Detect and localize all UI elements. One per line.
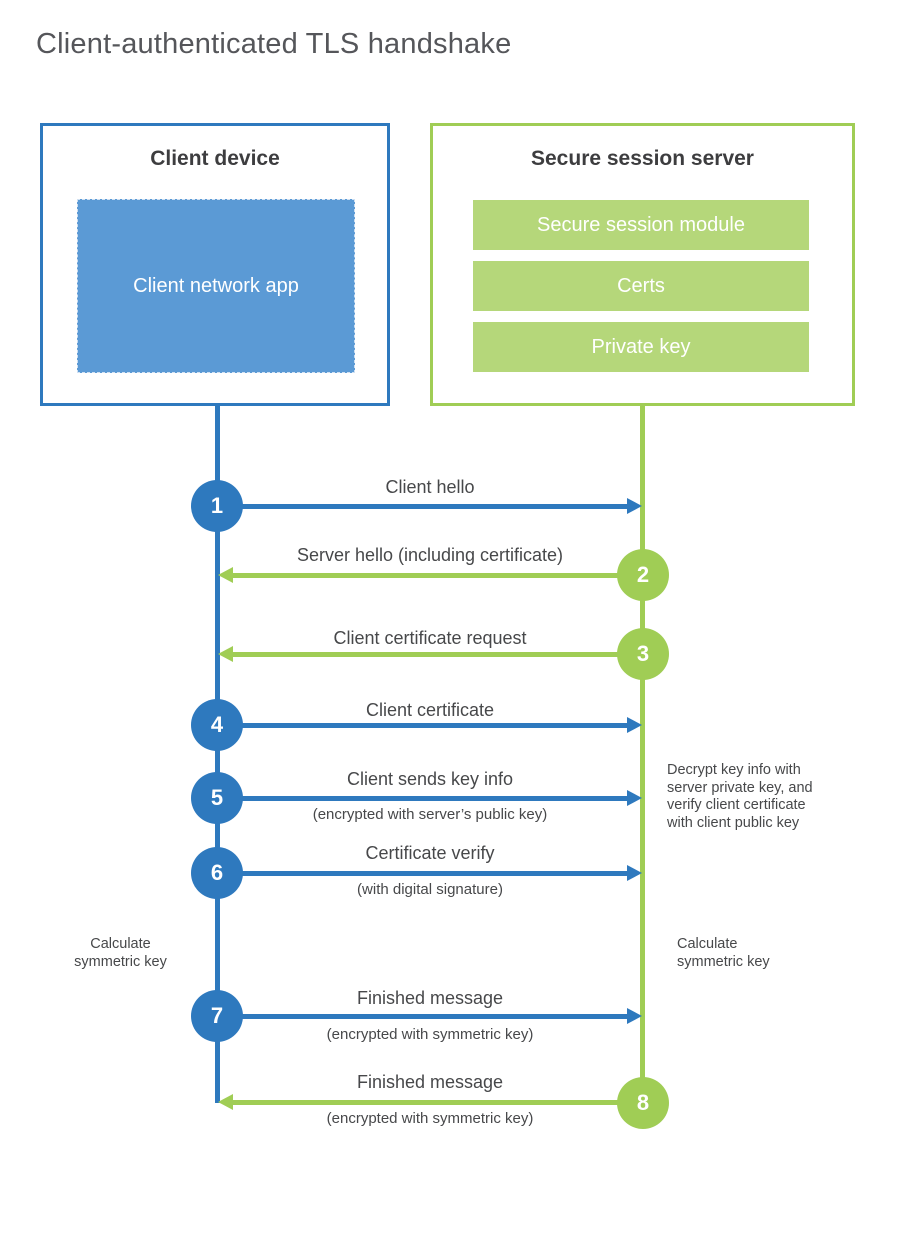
step-circle-4: 4 — [191, 699, 243, 751]
client-lifeline — [215, 405, 220, 1103]
message-arrow-right — [217, 796, 628, 801]
message-arrow-right — [217, 1014, 628, 1019]
message-label: Client hello — [385, 477, 475, 497]
arrow-right-icon — [627, 498, 642, 514]
server-module-certs: Certs — [473, 261, 809, 311]
step-number: 6 — [210, 860, 224, 885]
calc-symmetric-key-note-client: Calculate symmetric key — [74, 936, 167, 970]
message-sublabel: (with digital signature) — [357, 881, 503, 898]
page-title: Client-authenticated TLS handshake — [36, 28, 512, 60]
message-label: Certificate verify — [365, 843, 495, 863]
message-sublabel: (encrypted with symmetric key) — [326, 1110, 534, 1127]
arrow-left-icon — [218, 646, 233, 662]
step-circle-2: 2 — [617, 549, 669, 601]
step-circle-1: 1 — [191, 480, 243, 532]
message-sublabel: (encrypted with symmetric key) — [326, 1026, 534, 1043]
arrow-right-icon — [627, 1008, 642, 1024]
message-arrow-right — [217, 723, 628, 728]
message-arrow-left — [232, 573, 643, 578]
client-network-app-label: Client network app — [133, 275, 299, 297]
step-number: 8 — [636, 1090, 650, 1115]
step-number: 3 — [636, 641, 650, 666]
server-lifeline — [640, 405, 645, 1103]
step-number: 1 — [210, 493, 224, 518]
message-label: Finished message — [356, 1072, 504, 1092]
decrypt-note: Decrypt key info with server private key… — [667, 762, 813, 832]
message-label: Client certificate — [365, 700, 495, 720]
step-number: 4 — [210, 712, 224, 737]
step-number: 2 — [636, 562, 650, 587]
server-module-private-key: Private key — [473, 322, 809, 372]
step-circle-8: 8 — [617, 1077, 669, 1129]
message-label: Client sends key info — [346, 769, 514, 789]
message-arrow-right — [217, 871, 628, 876]
step-number: 7 — [210, 1003, 224, 1028]
server-module-secure-session: Secure session module — [473, 200, 809, 250]
calc-symmetric-key-note-server: Calculate symmetric key — [677, 936, 770, 970]
arrow-left-icon — [218, 567, 233, 583]
message-sublabel: (encrypted with server’s public key) — [312, 806, 548, 823]
arrow-right-icon — [627, 717, 642, 733]
message-arrow-left — [232, 1100, 643, 1105]
message-label: Finished message — [356, 988, 504, 1008]
step-circle-3: 3 — [617, 628, 669, 680]
step-number: 5 — [210, 785, 224, 810]
step-circle-6: 6 — [191, 847, 243, 899]
arrow-right-icon — [627, 790, 642, 806]
message-arrow-left — [232, 652, 643, 657]
client-device-heading: Client device — [150, 147, 280, 170]
message-label: Client certificate request — [333, 628, 527, 648]
step-circle-5: 5 — [191, 772, 243, 824]
server-heading: Secure session server — [531, 147, 754, 170]
message-arrow-right — [217, 504, 628, 509]
arrow-right-icon — [627, 865, 642, 881]
arrow-left-icon — [218, 1094, 233, 1110]
step-circle-7: 7 — [191, 990, 243, 1042]
client-network-app-block: Client network app — [77, 199, 355, 373]
message-label: Server hello (including certificate) — [296, 545, 564, 565]
